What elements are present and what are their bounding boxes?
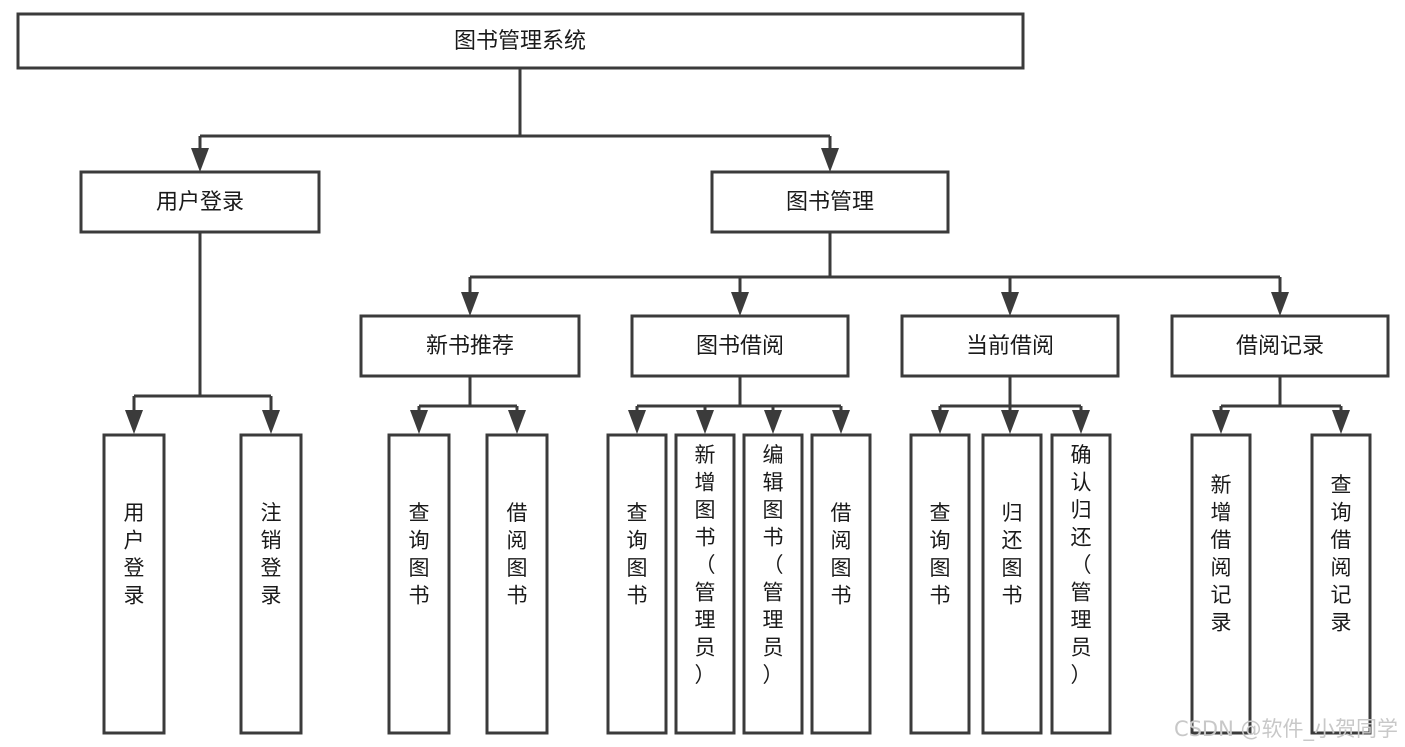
node-leaf-query-book-borrow-box[interactable]	[606, 433, 668, 735]
arrowhead-to-leaf-add-borrow-record	[1212, 410, 1230, 434]
node-user-login[interactable]: 用户登录	[79, 170, 321, 234]
arrowhead-to-leaf-borrow-book	[832, 410, 850, 434]
node-leaf-user-logout[interactable]: 注销登录	[239, 433, 303, 735]
node-book-borrow[interactable]: 图书借阅	[630, 314, 850, 378]
node-current-borrow[interactable]: 当前借阅	[900, 314, 1120, 378]
node-leaf-user-logout-label: 注销登录	[261, 501, 282, 608]
arrowhead-to-book-management	[821, 148, 839, 172]
node-leaf-query-borrow-record-box[interactable]	[1310, 433, 1372, 735]
arrowhead-to-user-login	[191, 148, 209, 172]
node-new-book-recommend-box[interactable]	[359, 314, 581, 378]
node-current-borrow-box[interactable]	[900, 314, 1120, 378]
node-leaf-query-borrow-record-label: 查询借阅记录	[1331, 473, 1352, 635]
node-leaf-add-borrow-record-box[interactable]	[1190, 433, 1252, 735]
leaf-node-layer: 用户登录 注销登录 查询图书 借阅图书 查询图书 新增图书（管理员）	[102, 433, 1372, 735]
arrowhead-to-leaf-borrow-book-recommend	[508, 410, 526, 434]
node-leaf-user-logout-box[interactable]	[239, 433, 303, 735]
node-book-management-box[interactable]	[710, 170, 950, 234]
node-leaf-return-book[interactable]: 归还图书	[981, 433, 1043, 735]
connector-book-management-bus	[468, 232, 1282, 300]
connector-user-login-bus	[132, 232, 273, 418]
node-leaf-query-book-current[interactable]: 查询图书	[909, 433, 971, 735]
node-leaf-borrow-book-box[interactable]	[810, 433, 872, 735]
node-current-borrow-label: 当前借阅	[966, 334, 1054, 359]
arrowhead-to-leaf-query-book-borrow	[628, 410, 646, 434]
node-user-login-label: 用户登录	[156, 190, 244, 215]
arrowhead-to-leaf-confirm-return	[1072, 410, 1090, 434]
node-book-management[interactable]: 图书管理	[710, 170, 950, 234]
node-leaf-query-book-recommend-label: 查询图书	[409, 501, 430, 608]
node-book-borrow-label: 图书借阅	[696, 334, 784, 359]
node-borrow-record-box[interactable]	[1170, 314, 1390, 378]
node-leaf-borrow-book-recommend-box[interactable]	[485, 433, 549, 735]
arrowhead-to-leaf-query-borrow-record	[1332, 410, 1350, 434]
node-leaf-confirm-return[interactable]: 确认归还（管理员）	[1050, 433, 1112, 735]
arrowhead-to-leaf-return-book	[1001, 410, 1019, 434]
arrowhead-to-leaf-query-book-recommend	[410, 410, 428, 434]
node-leaf-add-borrow-record-label: 新增借阅记录	[1211, 473, 1232, 635]
node-new-book-recommend-label: 新书推荐	[426, 334, 514, 359]
connector-book-borrow-bus	[635, 376, 843, 418]
connector-root-bus	[198, 68, 832, 158]
node-leaf-confirm-return-label: 确认归还（管理员）	[1071, 443, 1092, 687]
node-leaf-return-book-box[interactable]	[981, 433, 1043, 735]
node-leaf-query-book-recommend-box[interactable]	[387, 433, 451, 735]
node-leaf-user-login-label: 用户登录	[124, 501, 145, 608]
arrowhead-to-current-borrow	[1001, 292, 1019, 316]
node-leaf-borrow-book-recommend[interactable]: 借阅图书	[485, 433, 549, 735]
arrowhead-to-leaf-add-book	[696, 410, 714, 434]
arrowhead-to-leaf-edit-book	[764, 410, 782, 434]
arrowhead-to-new-book-recommend	[461, 292, 479, 316]
node-leaf-add-borrow-record[interactable]: 新增借阅记录	[1190, 433, 1252, 735]
node-book-management-label: 图书管理	[786, 190, 874, 215]
node-leaf-borrow-book-label: 借阅图书	[831, 501, 852, 608]
node-borrow-record[interactable]: 借阅记录	[1170, 314, 1390, 378]
node-root-box[interactable]	[16, 12, 1025, 70]
node-leaf-query-book-borrow[interactable]: 查询图书	[606, 433, 668, 735]
node-root-label: 图书管理系统	[454, 29, 586, 54]
node-leaf-edit-book-box[interactable]	[742, 433, 804, 735]
arrowhead-to-leaf-user-logout	[262, 410, 280, 434]
node-user-login-box[interactable]	[79, 170, 321, 234]
arrowhead-to-borrow-record	[1271, 292, 1289, 316]
arrowhead-to-book-borrow	[731, 292, 749, 316]
node-leaf-user-login[interactable]: 用户登录	[102, 433, 166, 735]
node-leaf-borrow-book[interactable]: 借阅图书	[810, 433, 872, 735]
csdn-watermark: CSDN @软件_小贺同学	[1174, 717, 1398, 742]
node-leaf-add-book-label: 新增图书（管理员）	[695, 443, 716, 687]
node-leaf-edit-book[interactable]: 编辑图书（管理员）	[742, 433, 804, 735]
node-leaf-query-book-recommend[interactable]: 查询图书	[387, 433, 451, 735]
node-leaf-query-book-current-box[interactable]	[909, 433, 971, 735]
connector-new-book-recommend-bus	[417, 376, 519, 418]
node-leaf-edit-book-label: 编辑图书（管理员）	[763, 443, 784, 687]
node-leaf-query-book-borrow-label: 查询图书	[627, 501, 648, 608]
node-leaf-user-login-box[interactable]	[102, 433, 166, 735]
node-leaf-confirm-return-box[interactable]	[1050, 433, 1112, 735]
node-leaf-add-book-box[interactable]	[674, 433, 736, 735]
arrowhead-to-leaf-query-book-current	[931, 410, 949, 434]
node-leaf-query-borrow-record[interactable]: 查询借阅记录	[1310, 433, 1372, 735]
connector-layer	[125, 68, 1350, 434]
node-leaf-return-book-label: 归还图书	[1002, 501, 1023, 608]
node-borrow-record-label: 借阅记录	[1236, 334, 1324, 359]
node-root[interactable]: 图书管理系统	[16, 12, 1025, 70]
node-book-borrow-box[interactable]	[630, 314, 850, 378]
connector-borrow-record-bus	[1219, 376, 1343, 418]
node-leaf-add-book[interactable]: 新增图书（管理员）	[674, 433, 736, 735]
node-leaf-query-book-current-label: 查询图书	[930, 501, 951, 608]
arrowhead-to-leaf-user-login	[125, 410, 143, 434]
node-leaf-borrow-book-recommend-label: 借阅图书	[507, 501, 528, 608]
node-new-book-recommend[interactable]: 新书推荐	[359, 314, 581, 378]
